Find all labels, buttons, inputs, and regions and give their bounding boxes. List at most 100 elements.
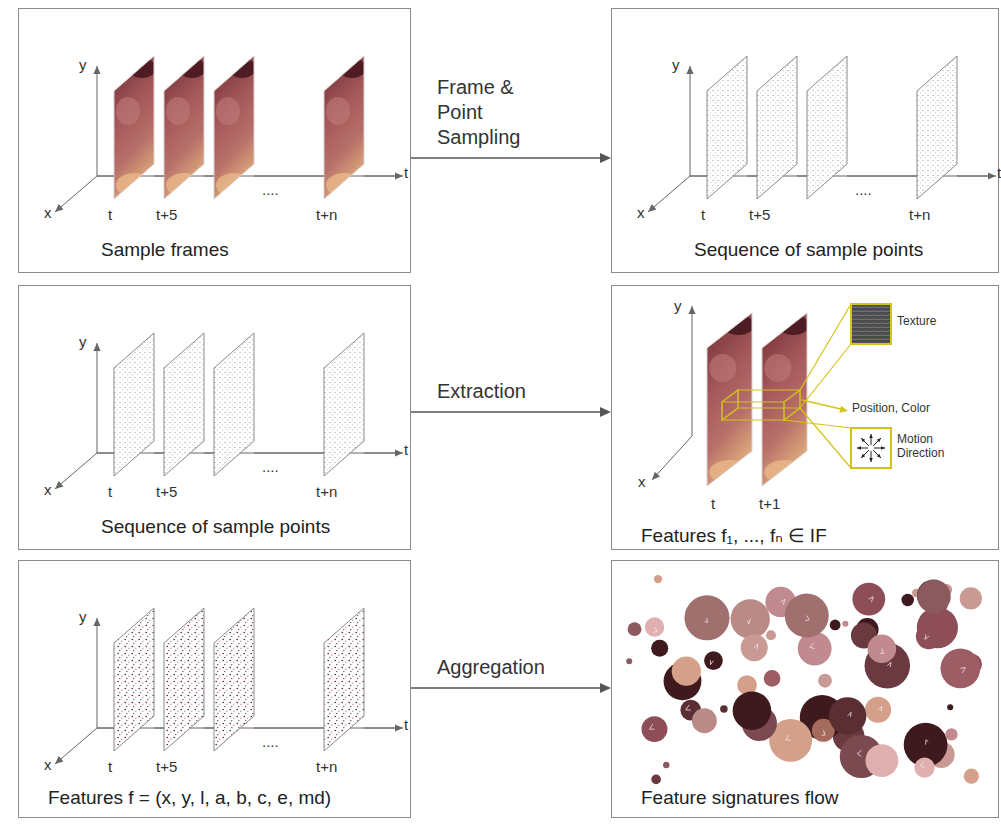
axis-label: x	[44, 481, 52, 498]
axis-line	[690, 176, 996, 177]
feature-signature	[868, 634, 897, 663]
panel-illustration	[612, 9, 998, 272]
flow-mark	[710, 660, 713, 664]
axis-label: t	[711, 495, 715, 512]
arrow-head	[869, 458, 873, 462]
motion-arrow	[873, 450, 881, 458]
flow-mark	[754, 644, 758, 649]
axis-label: t+5	[156, 758, 177, 775]
flow-mark	[747, 619, 750, 624]
axis-label: ....	[262, 733, 279, 750]
instrument	[166, 173, 202, 197]
feature-signature	[733, 691, 772, 730]
arrow-head	[877, 438, 881, 442]
callout-label: Position, Color	[852, 402, 930, 416]
flow-arrow-line	[411, 687, 603, 689]
flow-arrow	[411, 153, 611, 163]
motion-patch	[851, 428, 891, 468]
axis-label: ....	[262, 458, 279, 475]
sample-frame	[214, 608, 254, 751]
feature-signature	[865, 697, 891, 723]
arrow-head	[93, 343, 100, 351]
arrow-head	[93, 66, 100, 74]
frame-border	[214, 56, 254, 199]
motion-arrow	[873, 438, 881, 446]
time-axis	[957, 176, 988, 177]
frame-border	[164, 56, 204, 199]
arrow-head	[861, 454, 865, 458]
feature-signature	[651, 640, 668, 657]
panel-illustration	[612, 561, 998, 817]
axis-label: x	[44, 756, 52, 773]
feature-tube	[722, 401, 784, 402]
callout-label: Texture	[897, 315, 936, 329]
axis-label: t+n	[316, 206, 337, 223]
arrow-head	[869, 434, 873, 438]
axis-line	[97, 176, 403, 177]
instrument	[116, 173, 152, 197]
panel-caption: Features f₁, ..., fₙ ∈ IF	[641, 524, 827, 547]
flow-mark	[653, 627, 657, 633]
axis-label: t+5	[749, 206, 770, 223]
feature-signature	[766, 630, 776, 640]
axis-label: ....	[855, 181, 872, 198]
feature-signature	[818, 674, 832, 688]
arrow-head	[395, 449, 403, 456]
panel-illustration	[19, 561, 410, 817]
arrow-head	[93, 618, 100, 626]
axis-line	[55, 176, 97, 212]
process-panel: Sample frames	[18, 8, 411, 273]
video-frame-image	[214, 56, 256, 199]
step-label: Frame & Point Sampling	[437, 75, 557, 150]
panel-caption: Sequence of sample points	[694, 239, 923, 261]
flow-mark	[705, 618, 708, 623]
feature-signature	[641, 716, 667, 742]
arrow-head	[600, 683, 611, 693]
panel-caption: Sequence of sample points	[101, 516, 330, 538]
arrow-head	[988, 172, 996, 179]
feature-signature	[626, 658, 632, 664]
arrow-head	[395, 172, 403, 179]
feature-signature	[940, 648, 980, 688]
flow-mark	[925, 634, 929, 639]
axis-line	[97, 728, 403, 729]
instrument	[764, 460, 805, 484]
feature-signature	[917, 580, 951, 614]
axis-label: y	[674, 297, 682, 314]
axis-line	[690, 66, 691, 176]
tissue	[709, 354, 736, 382]
tissue	[707, 313, 752, 486]
axis-label: t	[404, 164, 408, 181]
time-axis	[154, 176, 164, 177]
process-panel: Sequence of sample points	[18, 285, 411, 550]
panel-illustration	[612, 286, 998, 549]
flow-mark	[887, 662, 891, 667]
axis-label: x	[637, 204, 645, 221]
time-axis	[97, 176, 114, 177]
feature-signature	[651, 775, 661, 785]
time-axis	[364, 176, 395, 177]
sample-frame	[164, 608, 204, 751]
axis-label: t+n	[909, 206, 930, 223]
sample-frame	[757, 56, 797, 199]
feature-signature	[731, 599, 770, 638]
axis-line	[652, 436, 692, 480]
sample-frame	[114, 608, 154, 751]
tissue	[214, 56, 254, 199]
feature-signature	[692, 708, 717, 733]
sample-frame	[164, 333, 204, 476]
time-axis	[154, 453, 164, 454]
feature-signature	[947, 704, 953, 710]
time-axis	[847, 176, 917, 177]
panel-illustration	[19, 286, 410, 549]
axis-label: t+n	[316, 483, 337, 500]
callout-label: Motion Direction	[897, 433, 961, 461]
panel-caption: Feature signatures flow	[641, 787, 839, 809]
tissue	[114, 56, 154, 199]
flow-mark	[848, 712, 851, 717]
arrow-head	[839, 406, 848, 413]
flow-mark	[805, 616, 809, 621]
texture-patch	[851, 304, 891, 344]
time-axis	[204, 176, 214, 177]
sample-frame	[707, 56, 747, 199]
